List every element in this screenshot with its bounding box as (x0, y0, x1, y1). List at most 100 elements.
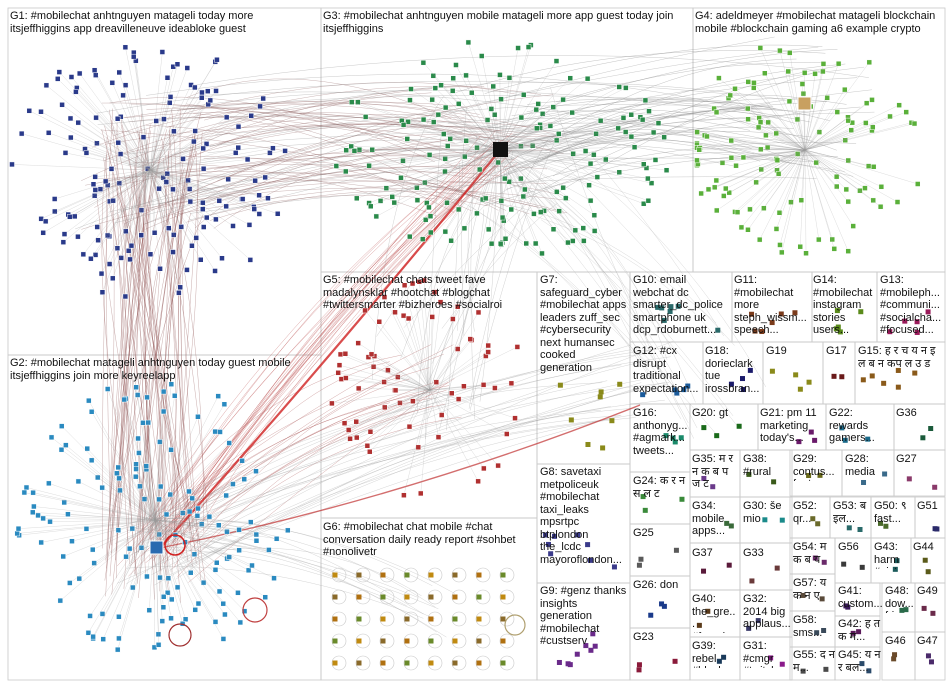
node (550, 226, 557, 232)
self-loop (427, 589, 443, 605)
edge (170, 136, 481, 536)
node (163, 179, 170, 185)
node (383, 185, 390, 191)
node (430, 119, 437, 125)
node (356, 638, 362, 644)
edge (429, 389, 442, 416)
node (247, 257, 254, 263)
node (199, 95, 205, 101)
edge (358, 342, 431, 391)
node (659, 305, 665, 311)
group-box-g52 (789, 496, 831, 539)
group-box-g17 (822, 341, 856, 405)
node (249, 562, 255, 569)
node (565, 239, 571, 246)
edge (457, 209, 484, 353)
node (574, 651, 580, 657)
edge (149, 100, 211, 171)
edge (499, 149, 524, 197)
node (738, 224, 745, 231)
edge (163, 183, 205, 533)
group-box-g15 (854, 341, 946, 405)
edge (186, 103, 499, 211)
node (170, 186, 176, 193)
node (476, 594, 482, 600)
edge (149, 77, 168, 171)
node (362, 114, 369, 120)
node (557, 382, 563, 388)
node (800, 592, 806, 598)
edge (200, 91, 792, 164)
edge (74, 169, 151, 217)
node (490, 83, 496, 90)
edge (154, 519, 163, 622)
node (98, 270, 105, 277)
node (285, 527, 291, 534)
edge (86, 519, 156, 530)
node (925, 569, 931, 575)
node (533, 106, 540, 113)
self-loop (403, 567, 419, 583)
edge (499, 149, 591, 201)
edge (804, 149, 882, 187)
node (46, 480, 52, 487)
node (745, 116, 751, 122)
edge (143, 137, 151, 171)
node (212, 268, 218, 274)
node (694, 157, 700, 164)
node (499, 214, 506, 221)
edge (144, 214, 156, 565)
edge (60, 519, 156, 601)
edge (152, 367, 430, 526)
edge (188, 378, 455, 583)
edge (154, 449, 172, 521)
node (401, 492, 407, 498)
edge (125, 85, 151, 171)
edge (526, 97, 830, 121)
node (130, 53, 137, 60)
edge (148, 140, 501, 541)
node (673, 547, 679, 553)
edge (446, 162, 460, 431)
node (219, 255, 225, 261)
node (230, 223, 236, 229)
node (833, 173, 840, 180)
node (429, 96, 435, 103)
node (99, 484, 105, 491)
hub-node (149, 540, 164, 555)
node (392, 387, 399, 394)
node (745, 227, 751, 233)
node (185, 177, 191, 184)
node (716, 658, 722, 664)
edge (107, 388, 156, 521)
edge (143, 36, 775, 225)
edge (26, 487, 156, 521)
edge (165, 162, 500, 554)
edge (124, 344, 432, 547)
edge (154, 519, 269, 551)
node (463, 72, 469, 79)
edge (470, 135, 477, 419)
node (114, 646, 121, 653)
node (414, 184, 420, 191)
edge (175, 406, 611, 580)
node (520, 92, 527, 98)
edge (765, 135, 806, 151)
group-box-g39 (689, 636, 741, 681)
node (216, 522, 222, 528)
self-loop (379, 611, 395, 627)
edge (149, 169, 155, 233)
node (160, 388, 167, 395)
edge (718, 77, 806, 151)
edge (135, 476, 156, 521)
edge (804, 149, 847, 190)
edge (409, 204, 533, 423)
node (497, 240, 504, 247)
edge (370, 389, 431, 432)
edge (364, 310, 431, 391)
edge (178, 397, 434, 538)
self-loop (379, 589, 395, 605)
edge (57, 78, 151, 171)
edge (149, 67, 188, 171)
node (866, 668, 872, 674)
